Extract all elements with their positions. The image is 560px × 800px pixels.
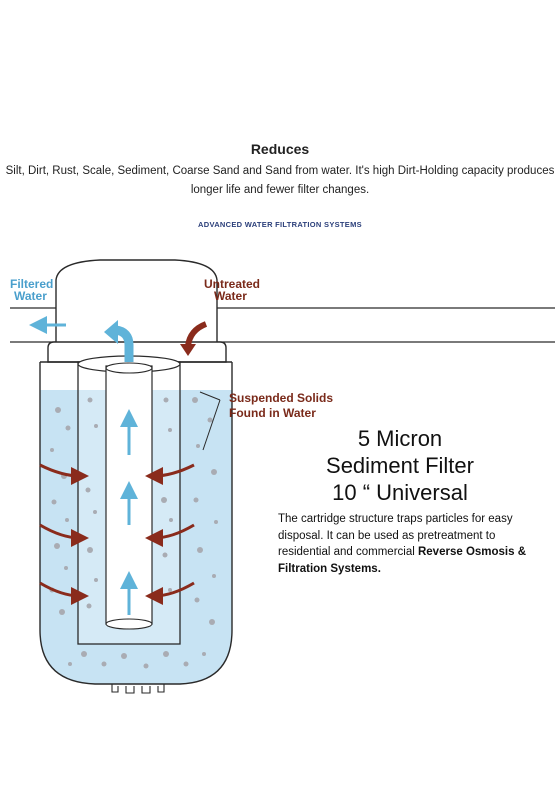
product-title: 5 Micron Sediment Filter 10 “ Universal (300, 425, 500, 506)
product-title-line: 10 “ Universal (332, 480, 468, 505)
inflow-arrow-right (145, 523, 195, 547)
description-highlight: Reverse Osmosis & Filtration Systems. (278, 546, 527, 575)
suspended-solids-label: Suspended Solids (229, 391, 333, 405)
brand-tagline: ADVANCED WATER FILTRATION SYSTEMS (198, 220, 362, 229)
housing-base (111, 684, 165, 694)
inflow-arrow-right (145, 463, 195, 485)
product-title-line: 5 Micron (357, 426, 443, 451)
inflow-arrow-right (145, 581, 195, 605)
sediment-particles (49, 397, 218, 669)
solids-pointer (199, 391, 221, 401)
solids-pointer (202, 399, 221, 451)
product-title-line: Sediment Filter (326, 453, 474, 478)
product-description: The cartridge structure traps particles … (278, 511, 550, 577)
inlet-flow-arrow (185, 321, 208, 347)
filter-housing-cap (55, 259, 218, 362)
filtered-water-label: Water (14, 289, 47, 303)
untreated-water-label: Water (214, 289, 247, 303)
inflow-arrow-left (39, 463, 89, 485)
filtered-water-label: Filtered (10, 277, 53, 291)
inflow-arrow-left (39, 523, 89, 547)
filter-diagram: Filtered Water Untreated Water Suspended… (10, 259, 555, 694)
suspended-solids-label: Found in Water (229, 406, 316, 420)
untreated-water-label: Untreated (204, 277, 260, 291)
filter-housing-bowl (39, 362, 233, 685)
description-text: The cartridge structure traps particles … (278, 513, 513, 558)
section-description: Silt, Dirt, Rust, Scale, Sediment, Coars… (5, 165, 555, 196)
inflow-arrow-left (39, 581, 89, 605)
section-heading: Reduces (250, 141, 310, 157)
outlet-flow-arrow (115, 325, 134, 362)
